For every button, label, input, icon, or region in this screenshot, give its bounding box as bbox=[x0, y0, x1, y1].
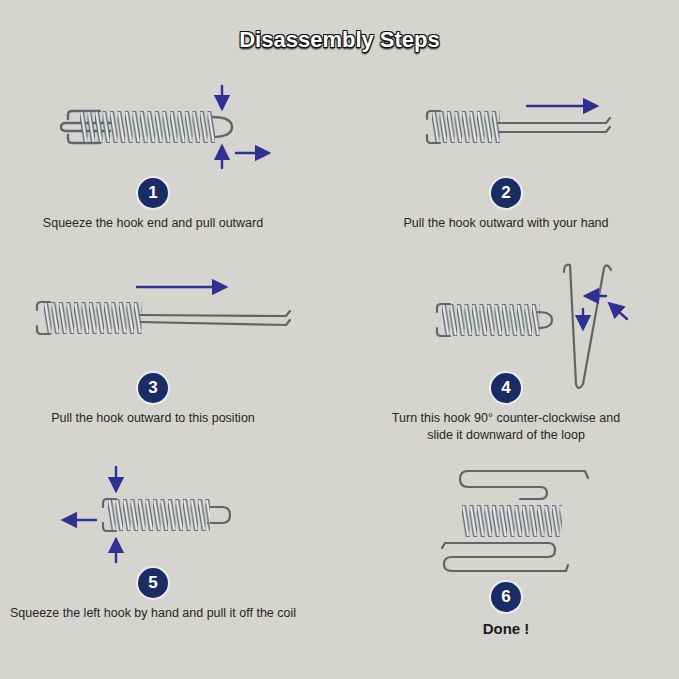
hook-wire-part bbox=[538, 312, 552, 328]
step-3-figure bbox=[37, 287, 290, 334]
direction-arrow bbox=[137, 286, 225, 288]
step-number: 3 bbox=[138, 373, 168, 403]
coil-spring-part bbox=[108, 499, 210, 531]
step-badge: 5Squeeze the left hook by hand and pull … bbox=[0, 568, 323, 622]
direction-arrow-part bbox=[115, 540, 117, 562]
direction-arrow-part bbox=[527, 105, 596, 107]
step-number: 5 bbox=[138, 568, 168, 598]
step-1-figure bbox=[61, 86, 268, 168]
hook-wire bbox=[61, 111, 232, 143]
step-number: 2 bbox=[491, 178, 521, 208]
coil-spring bbox=[108, 499, 210, 531]
direction-arrow-part bbox=[221, 86, 223, 108]
step-badge: 6Done ! bbox=[336, 582, 676, 639]
step-2-figure bbox=[427, 106, 610, 143]
hook-wire bbox=[37, 302, 290, 334]
hook-wire-part bbox=[140, 320, 290, 325]
direction-arrow-part bbox=[115, 467, 117, 490]
coil-spring-part bbox=[44, 302, 142, 334]
step-badge: 4Turn this hook 90° counter-clockwise an… bbox=[381, 373, 631, 444]
step-number: 4 bbox=[491, 373, 521, 403]
hook-wire-part bbox=[564, 265, 611, 388]
hook-wire bbox=[437, 265, 611, 388]
direction-arrow-part bbox=[610, 304, 627, 319]
step-number: 1 bbox=[138, 178, 168, 208]
coil-spring-part bbox=[462, 505, 562, 537]
direction-arrow-part bbox=[586, 295, 606, 297]
step-caption: Pull the hook outward to this position bbox=[0, 410, 323, 427]
step-caption: Squeeze the left hook by hand and pull i… bbox=[0, 605, 323, 622]
step-badge: 2Pull the hook outward with your hand bbox=[336, 178, 676, 232]
coil-spring bbox=[442, 304, 540, 336]
step-badge: 1Squeeze the hook end and pull outward bbox=[0, 178, 323, 232]
direction-arrow-part bbox=[64, 519, 96, 521]
step-number: 6 bbox=[491, 582, 521, 612]
direction-arrow bbox=[222, 86, 268, 168]
step-caption: Turn this hook 90° counter-clockwise and… bbox=[381, 410, 631, 444]
hook-wire bbox=[103, 499, 230, 531]
coil-spring bbox=[432, 111, 500, 143]
hook-wire-part bbox=[498, 127, 610, 132]
direction-arrow bbox=[583, 296, 627, 328]
step-4-figure bbox=[437, 265, 627, 388]
coil-spring-part bbox=[442, 304, 540, 336]
step-caption: Done ! bbox=[336, 619, 676, 639]
direction-arrow-part bbox=[582, 309, 584, 328]
step-caption: Pull the hook outward with your hand bbox=[336, 215, 676, 232]
coil-spring bbox=[462, 505, 562, 537]
coil-spring-part bbox=[80, 111, 215, 143]
coil-spring-part bbox=[432, 111, 500, 143]
hook-wire-part bbox=[498, 118, 610, 123]
coil-spring bbox=[80, 111, 215, 143]
hook-wire-part bbox=[460, 471, 588, 499]
step-5-figure bbox=[64, 467, 230, 562]
step-6-figure bbox=[442, 471, 588, 571]
direction-arrow-part bbox=[236, 152, 268, 154]
hook-wire bbox=[442, 471, 588, 571]
step-caption: Squeeze the hook end and pull outward bbox=[0, 215, 323, 232]
hook-wire-part bbox=[140, 311, 290, 316]
direction-arrow bbox=[527, 105, 596, 107]
hook-wire-part bbox=[442, 543, 568, 571]
step-badge: 3Pull the hook outward to this position bbox=[0, 373, 323, 427]
direction-arrow-part bbox=[137, 286, 225, 288]
hook-wire-part bbox=[208, 507, 230, 523]
hook-wire bbox=[427, 111, 610, 143]
direction-arrow bbox=[64, 467, 116, 562]
coil-spring bbox=[44, 302, 142, 334]
direction-arrow-part bbox=[221, 147, 223, 168]
page-title: Disassembly Steps bbox=[0, 27, 679, 53]
